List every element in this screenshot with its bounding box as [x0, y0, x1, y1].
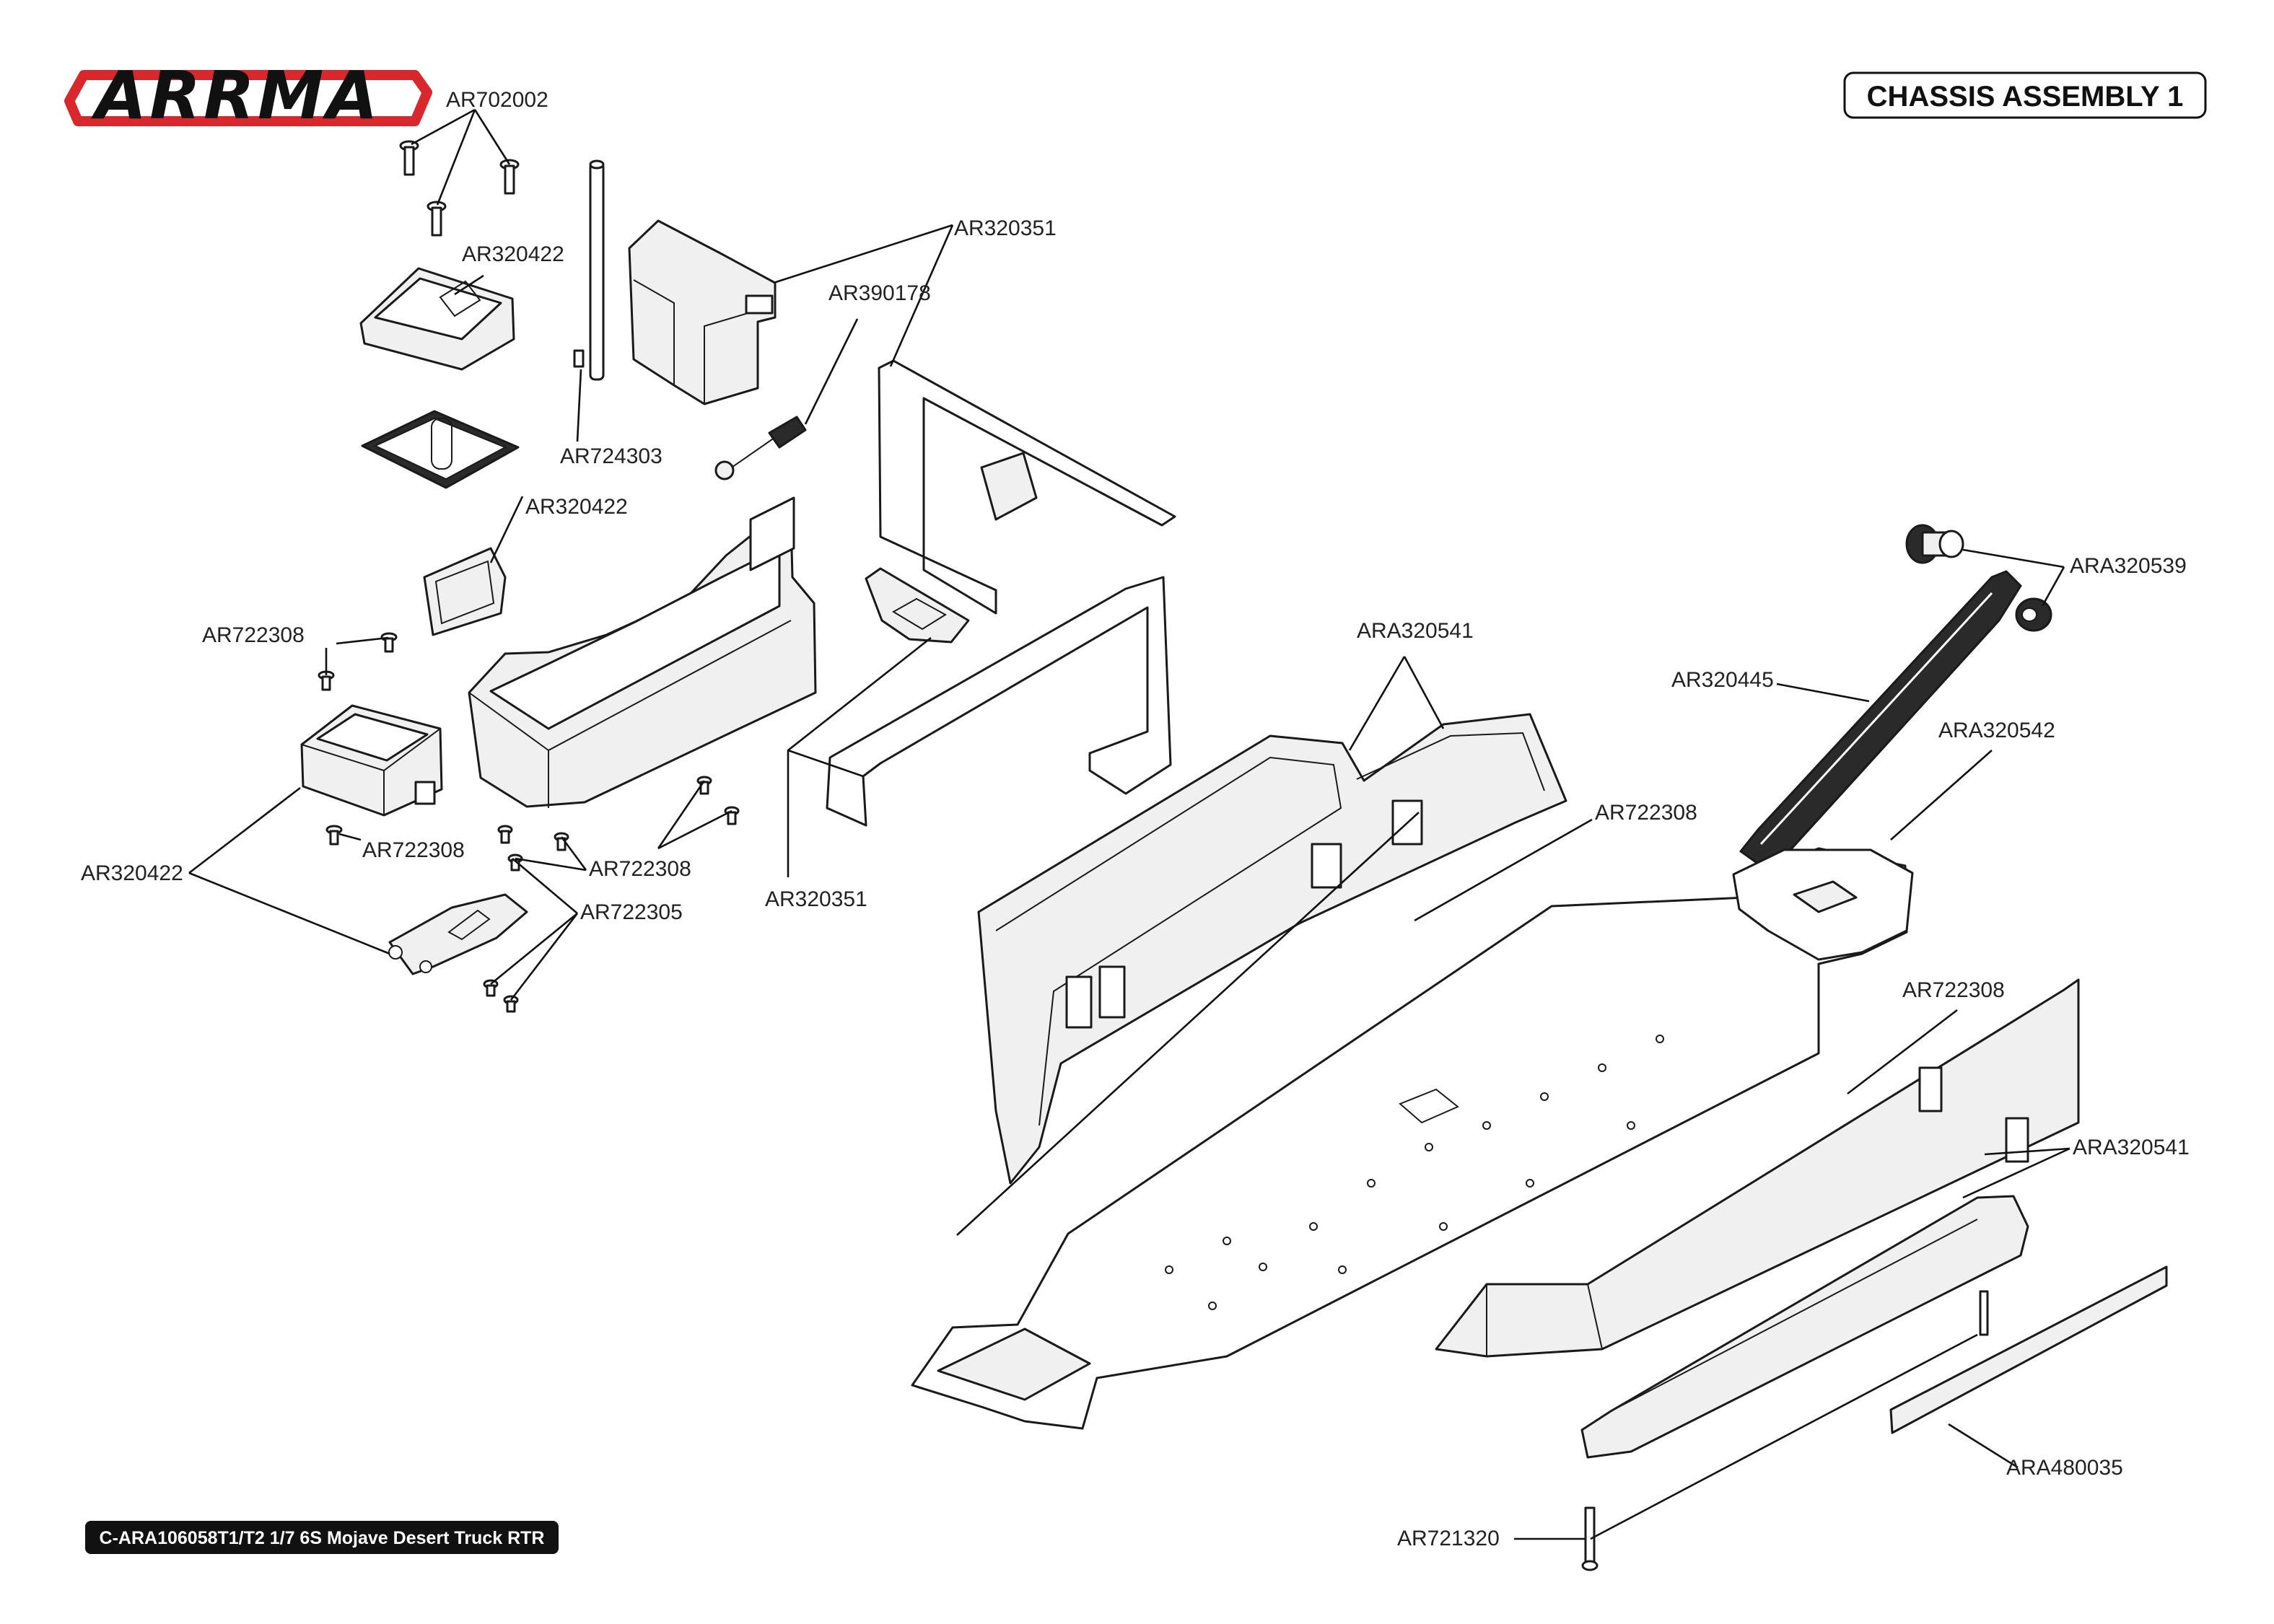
label-ar320422-base: AR320422 [81, 861, 183, 885]
battery-strap [878, 359, 1176, 615]
title-box: CHASSIS ASSEMBLY 1 [1843, 71, 2207, 119]
battery-strap-lower [826, 576, 1172, 827]
label-ar722305: AR722305 [580, 900, 683, 924]
screws-ar702002 [399, 140, 520, 237]
label-ar722308-right: AR722308 [1595, 801, 1697, 825]
servo-bracket [388, 893, 528, 975]
screw-icon [380, 632, 398, 653]
screw-icon [399, 140, 419, 176]
receiver-box-lid [359, 267, 515, 371]
label-ara480035: ARA480035 [2006, 1456, 2123, 1480]
label-ar320351-top: AR320351 [954, 216, 1057, 240]
receiver-box-gasket [361, 410, 520, 489]
label-ar390178: AR390178 [828, 281, 931, 305]
rear-mount-plate [1732, 848, 1914, 961]
screw-icon [427, 201, 447, 237]
label-ar320445: AR320445 [1671, 668, 1774, 692]
leader-lines [188, 108, 2070, 1540]
strap-buckle [865, 567, 970, 644]
screw-icon [507, 853, 523, 872]
switch-cable [714, 416, 807, 480]
label-ar320422-lid: AR320422 [462, 242, 564, 266]
lower-side-rail [1580, 1195, 2029, 1459]
side-guard-left [977, 713, 1567, 1185]
label-ara320542: ARA320542 [1938, 719, 2055, 742]
label-ar320422-gasket: AR320422 [525, 495, 628, 519]
receiver-bracket [423, 547, 507, 636]
screw-icon [325, 825, 343, 846]
screw-icon [483, 979, 499, 997]
antenna-tube [573, 159, 605, 381]
screw-icon [696, 776, 712, 795]
battery-tray [468, 496, 817, 808]
label-ara320541-bottom: ARA320541 [2073, 1136, 2190, 1159]
footer-badge: C-ARA106058T1/T2 1/7 6S Mojave Desert Tr… [85, 1521, 559, 1554]
label-ar702002: AR702002 [446, 88, 548, 112]
foam-pad [1889, 1265, 2168, 1434]
label-ar722308-lower: AR722308 [362, 838, 465, 862]
receiver-box-base [300, 704, 443, 817]
label-ar722308-rail: AR722308 [1902, 978, 2005, 1002]
screw-icon [318, 670, 335, 691]
side-guard-right [1435, 978, 2080, 1358]
label-ar721320: AR721320 [1397, 1527, 1500, 1550]
bushing-icon [1905, 524, 1964, 564]
screw-icon [497, 825, 513, 844]
model-code: C-ARA106058T1/T2 1/7 6S Mojave Desert Tr… [100, 1528, 545, 1548]
bushings [1905, 524, 2052, 632]
label-ar722308-mid: AR722308 [589, 857, 691, 881]
battery-strap-mount [628, 219, 777, 405]
part-labels: AR702002 AR320422 AR724303 AR320422 AR32… [81, 88, 2190, 1550]
screw-icon [724, 806, 740, 825]
brand-logo-text: ARRMA [91, 57, 381, 134]
label-ara320541-top: ARA320541 [1357, 619, 1474, 643]
label-ara320539: ARA320539 [2070, 554, 2187, 578]
label-ar724303: AR724303 [560, 444, 662, 468]
label-ar722308-left: AR722308 [202, 623, 305, 647]
brand-logo: ARRMA [64, 57, 432, 134]
screw-icon [499, 159, 520, 195]
bushing-icon [2015, 597, 2052, 632]
page-title: CHASSIS ASSEMBLY 1 [1867, 81, 2184, 113]
label-ar320351-bottom: AR320351 [765, 887, 867, 911]
